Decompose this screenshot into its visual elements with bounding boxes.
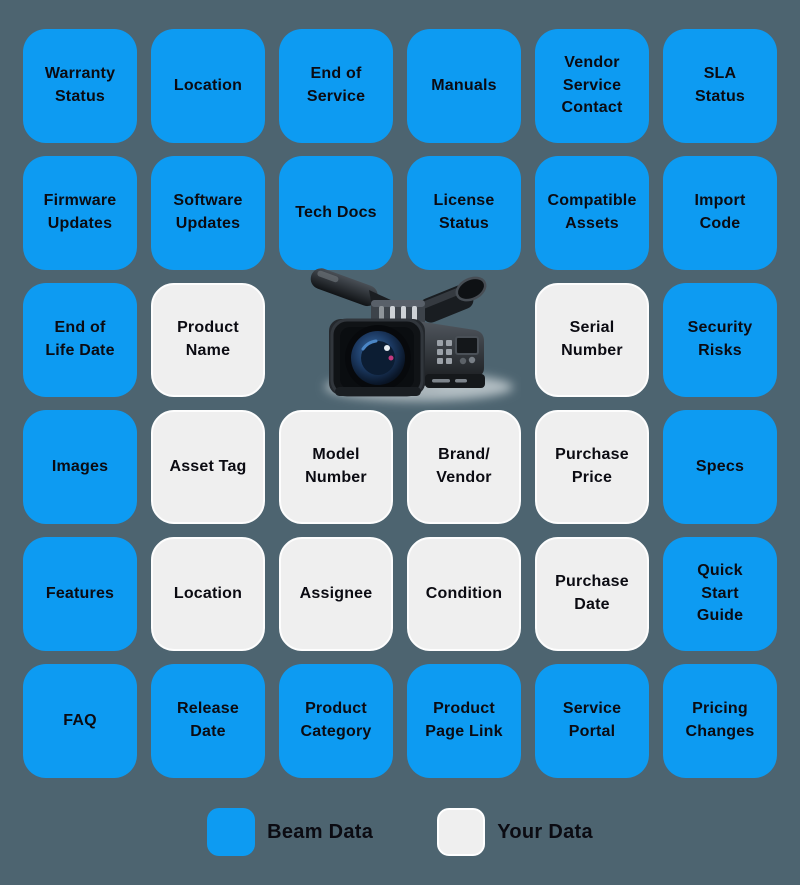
tile-label: Brand/ Vendor bbox=[436, 446, 492, 486]
tile-label: Manuals bbox=[431, 76, 497, 94]
tile-import-code: Import Code bbox=[663, 156, 777, 270]
tile-faq: FAQ bbox=[23, 664, 137, 778]
tile-compatible-assets: Compatible Assets bbox=[535, 156, 649, 270]
tile-tech-docs: Tech Docs bbox=[279, 156, 393, 270]
tile-label: Vendor Service Contact bbox=[561, 53, 623, 117]
tile-serial-number: Serial Number bbox=[535, 283, 649, 397]
tile-condition: Condition bbox=[407, 537, 521, 651]
tile-quick-start-guide: Quick Start Guide bbox=[663, 537, 777, 651]
tile-label: Product Name bbox=[177, 319, 239, 359]
tile-label: Serial Number bbox=[561, 319, 623, 359]
beam-data-swatch bbox=[207, 808, 256, 856]
tile-purchase-date: Purchase Date bbox=[535, 537, 649, 651]
tile-sla-status: SLA Status bbox=[663, 29, 777, 143]
tile-label: Assignee bbox=[299, 584, 373, 602]
tile-label: Model Number bbox=[305, 446, 367, 486]
tile-pricing-changes: Pricing Changes bbox=[663, 664, 777, 778]
tile-label: Purchase Date bbox=[555, 573, 629, 613]
tile-label: Pricing Changes bbox=[685, 700, 755, 740]
tile-end-of-life-date: End of Life Date bbox=[23, 283, 137, 397]
tile-license-status: License Status bbox=[407, 156, 521, 270]
tile-purchase-price: Purchase Price bbox=[535, 410, 649, 524]
beam-data-label: Beam Data bbox=[267, 820, 374, 843]
tile-software-updates: Software Updates bbox=[151, 156, 265, 270]
tile-grid: Warranty Status Location End of Service … bbox=[23, 29, 777, 778]
your-data-swatch bbox=[437, 808, 486, 856]
tile-label: Asset Tag bbox=[169, 457, 247, 475]
tile-label: Features bbox=[45, 584, 115, 602]
tile-vendor-service-contact: Vendor Service Contact bbox=[535, 29, 649, 143]
tile-label: FAQ bbox=[63, 711, 97, 729]
tile-location: Location bbox=[151, 537, 265, 651]
tile-images: Images bbox=[23, 410, 137, 524]
tile-firmware-updates: Firmware Updates bbox=[23, 156, 137, 270]
tile-service-portal: Service Portal bbox=[535, 664, 649, 778]
tile-features: Features bbox=[23, 537, 137, 651]
tile-label: Firmware Updates bbox=[43, 192, 117, 232]
tile-release-date: Release Date bbox=[151, 664, 265, 778]
legend-item-beam-data: Beam Data bbox=[207, 808, 373, 856]
tile-end-of-service: End of Service bbox=[279, 29, 393, 143]
tile-label: Import Code bbox=[694, 192, 746, 232]
tile-label: SLA Status bbox=[694, 65, 746, 105]
tile-warranty-status: Warranty Status bbox=[23, 29, 137, 143]
tile-label: Warranty Status bbox=[44, 65, 116, 105]
tile-label: Security Risks bbox=[687, 319, 753, 359]
tile-label: Release Date bbox=[177, 700, 239, 740]
legend: Beam Data Your Data bbox=[0, 808, 800, 856]
tile-label: Service Portal bbox=[562, 700, 622, 740]
tile-label: Condition bbox=[425, 584, 503, 602]
tile-asset-tag: Asset Tag bbox=[151, 410, 265, 524]
tile-label: Product Page Link bbox=[425, 700, 503, 740]
tile-label: Location bbox=[173, 76, 243, 94]
camera-cell bbox=[279, 268, 521, 401]
tile-product-category: Product Category bbox=[279, 664, 393, 778]
tile-model-number: Model Number bbox=[279, 410, 393, 524]
tile-location: Location bbox=[151, 29, 265, 143]
tile-label: Software Updates bbox=[173, 192, 243, 232]
tile-specs: Specs bbox=[663, 410, 777, 524]
tile-brand-vendor: Brand/ Vendor bbox=[407, 410, 521, 524]
tile-label: Tech Docs bbox=[295, 203, 377, 221]
tile-label: Purchase Price bbox=[555, 446, 629, 486]
tile-label: Location bbox=[173, 584, 243, 602]
tile-label: Product Category bbox=[300, 700, 372, 740]
tile-label: Compatible Assets bbox=[547, 192, 637, 232]
tile-label: End of Service bbox=[306, 65, 366, 105]
tile-label: Images bbox=[51, 457, 109, 475]
tile-label: License Status bbox=[433, 192, 495, 232]
tile-label: Quick Start Guide bbox=[696, 561, 744, 625]
video-camera-icon bbox=[310, 268, 513, 401]
legend-item-your-data: Your Data bbox=[437, 808, 593, 856]
your-data-label: Your Data bbox=[497, 820, 593, 843]
tile-label: End of Life Date bbox=[45, 319, 115, 359]
tile-label: Specs bbox=[695, 457, 745, 475]
tile-product-name: Product Name bbox=[151, 283, 265, 397]
tile-product-page-link: Product Page Link bbox=[407, 664, 521, 778]
tile-security-risks: Security Risks bbox=[663, 283, 777, 397]
tile-manuals: Manuals bbox=[407, 29, 521, 143]
tile-assignee: Assignee bbox=[279, 537, 393, 651]
